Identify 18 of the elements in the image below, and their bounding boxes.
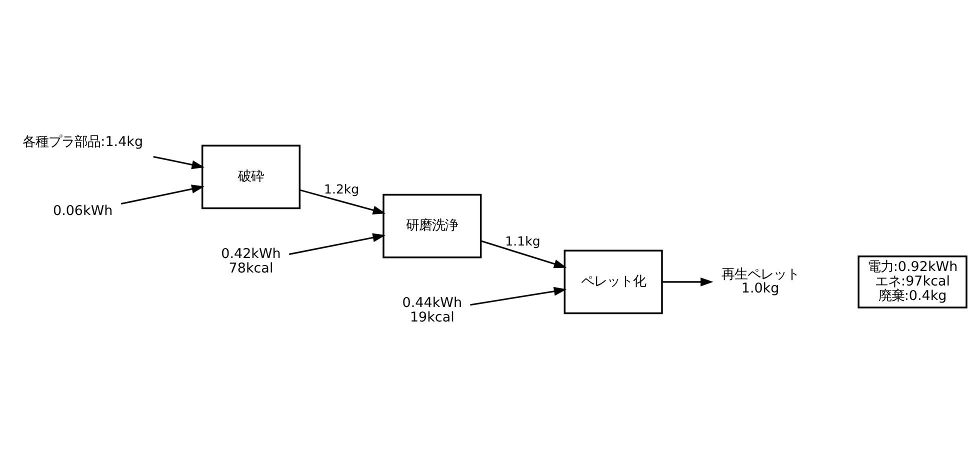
arrow (662, 277, 714, 286)
arrow (470, 286, 567, 306)
arrow (480, 240, 567, 268)
edge-label: 1.2kg (324, 182, 360, 197)
node-text: 再生ペレット 1.0kg (721, 266, 800, 297)
node-box: 破砕 (201, 144, 301, 210)
edge-label: 1.1kg (505, 234, 540, 249)
arrow (120, 184, 204, 205)
node-text: 0.44kWh 19kcal (402, 295, 462, 326)
node-box: 研磨洗浄 (382, 194, 482, 258)
node-text: 各種プラ部品:1.4kg (22, 134, 144, 150)
node-text: 0.06kWh (52, 203, 113, 220)
node-box: ペレット化 (564, 250, 663, 314)
arrow (153, 156, 205, 170)
node-text: 0.42kWh 78kcal (221, 246, 281, 276)
node-box: 電力:0.92kWh エネ:97kcal 廃棄:0.4kg (858, 256, 968, 308)
arrow (300, 189, 386, 214)
arrow (288, 233, 386, 256)
